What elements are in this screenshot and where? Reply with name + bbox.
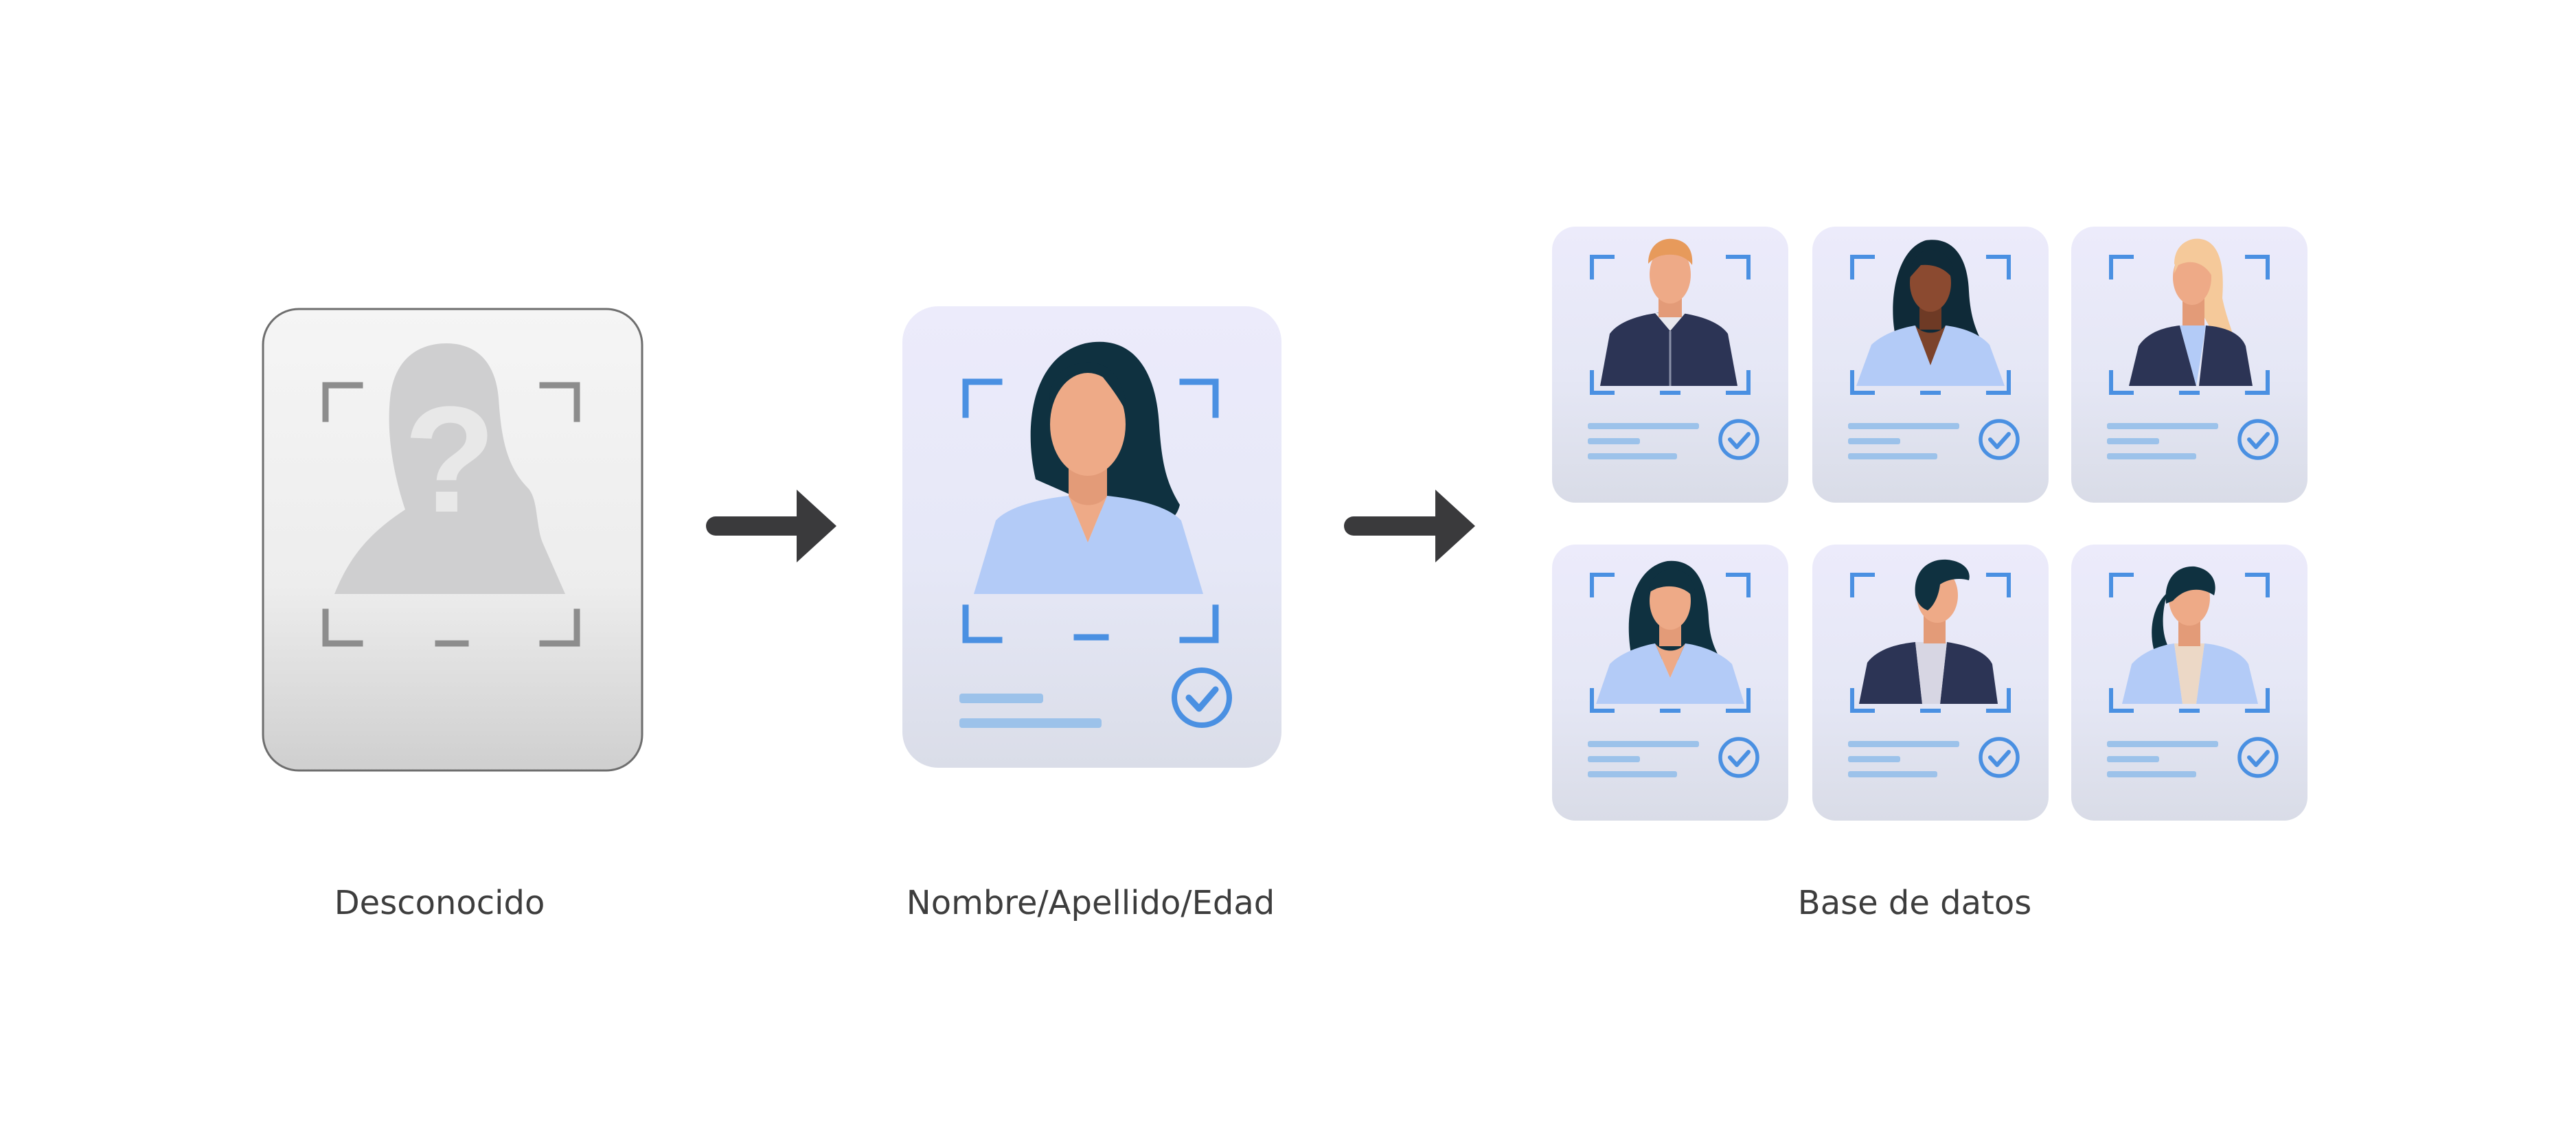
check-circle-icon (1718, 737, 1759, 778)
scan-frame (1590, 255, 1751, 395)
right-arrow-icon (1344, 490, 1475, 562)
info-lines (1588, 741, 1699, 777)
person-avatar (1859, 559, 1998, 704)
info-lines (1848, 423, 1959, 459)
info-lines (2107, 423, 2218, 459)
info-lines (1848, 741, 1959, 777)
database-grid (1552, 227, 2307, 821)
check-circle-icon (1172, 667, 1232, 728)
person-avatar (1856, 240, 2005, 386)
caption-identified: Nombre/Apellido/Edad (906, 884, 1275, 922)
database-card (1812, 545, 2049, 821)
database-card (2071, 227, 2307, 503)
info-lines (1588, 423, 1699, 459)
person-avatar (1596, 560, 1744, 704)
svg-text:?: ? (404, 375, 496, 544)
check-circle-icon (1979, 737, 2020, 778)
caption-database: Base de datos (1797, 884, 2032, 922)
right-arrow-icon (706, 490, 836, 562)
scan-frame (2109, 255, 2270, 395)
database-card (1812, 227, 2049, 503)
person-avatar (1600, 238, 1737, 386)
scan-frame (2109, 573, 2270, 713)
check-circle-icon (1718, 419, 1759, 460)
scan-frame (962, 378, 1219, 643)
check-circle-icon (2237, 737, 2279, 778)
scan-frame (1850, 255, 2011, 395)
check-circle-icon (2237, 419, 2279, 460)
identified-card (902, 306, 1281, 768)
scan-frame (1590, 573, 1751, 713)
scan-frame (1850, 573, 2011, 713)
caption-unknown: Desconocido (334, 884, 545, 922)
unknown-person-icon: ? (334, 343, 565, 594)
identified-person-icon (974, 341, 1203, 594)
unknown-card: ? (262, 308, 643, 772)
database-card (1552, 545, 1788, 821)
database-card (2071, 545, 2307, 821)
scan-frame (322, 382, 580, 647)
info-lines (959, 694, 1102, 728)
check-circle-icon (1979, 419, 2020, 460)
info-lines (2107, 741, 2218, 777)
person-avatar (2129, 238, 2253, 386)
person-avatar (2122, 566, 2258, 704)
database-card (1552, 227, 1788, 503)
